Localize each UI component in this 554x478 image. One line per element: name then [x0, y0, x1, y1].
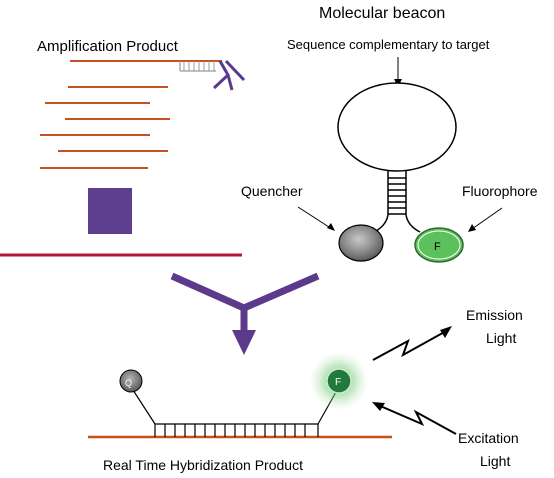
beacon-fragment-icon — [179, 59, 246, 91]
fluorophore-pointer-arrow — [468, 207, 503, 232]
emission-lightning-icon — [372, 326, 452, 361]
excitation-label-1: Excitation — [458, 430, 519, 446]
fluorophore-small-letter: F — [335, 377, 341, 388]
quencher-letter: Q — [125, 378, 132, 388]
quencher-sphere — [338, 224, 384, 262]
sequence-complementary-label: Sequence complementary to target — [287, 37, 490, 52]
quencher-label: Quencher — [241, 183, 303, 199]
beacon-stem — [373, 170, 421, 233]
quencher-pointer-arrow — [297, 206, 335, 231]
emission-label-1: Emission — [466, 307, 523, 323]
hybridization-product-label: Real Time Hybridization Product — [103, 457, 303, 473]
molecular-beacon-title: Molecular beacon — [319, 5, 445, 22]
quencher-small — [119, 369, 143, 393]
fluorophore-small — [326, 368, 352, 394]
merge-arrow-head — [232, 330, 256, 355]
hybrid-ladder — [132, 389, 337, 437]
excitation-lightning-icon — [372, 402, 457, 435]
emission-label-2: Light — [486, 330, 516, 346]
beacon-loop — [337, 82, 457, 172]
fluorophore-letter: F — [434, 241, 441, 253]
amplification-product-label: Amplification Product — [37, 38, 179, 55]
amplification-strands — [40, 60, 222, 169]
excitation-label-2: Light — [480, 453, 510, 469]
fluorophore-label: Fluorophore — [462, 183, 538, 199]
purple-square — [88, 188, 132, 234]
merge-arrow — [170, 272, 320, 332]
fluorophore-sphere — [414, 227, 464, 263]
